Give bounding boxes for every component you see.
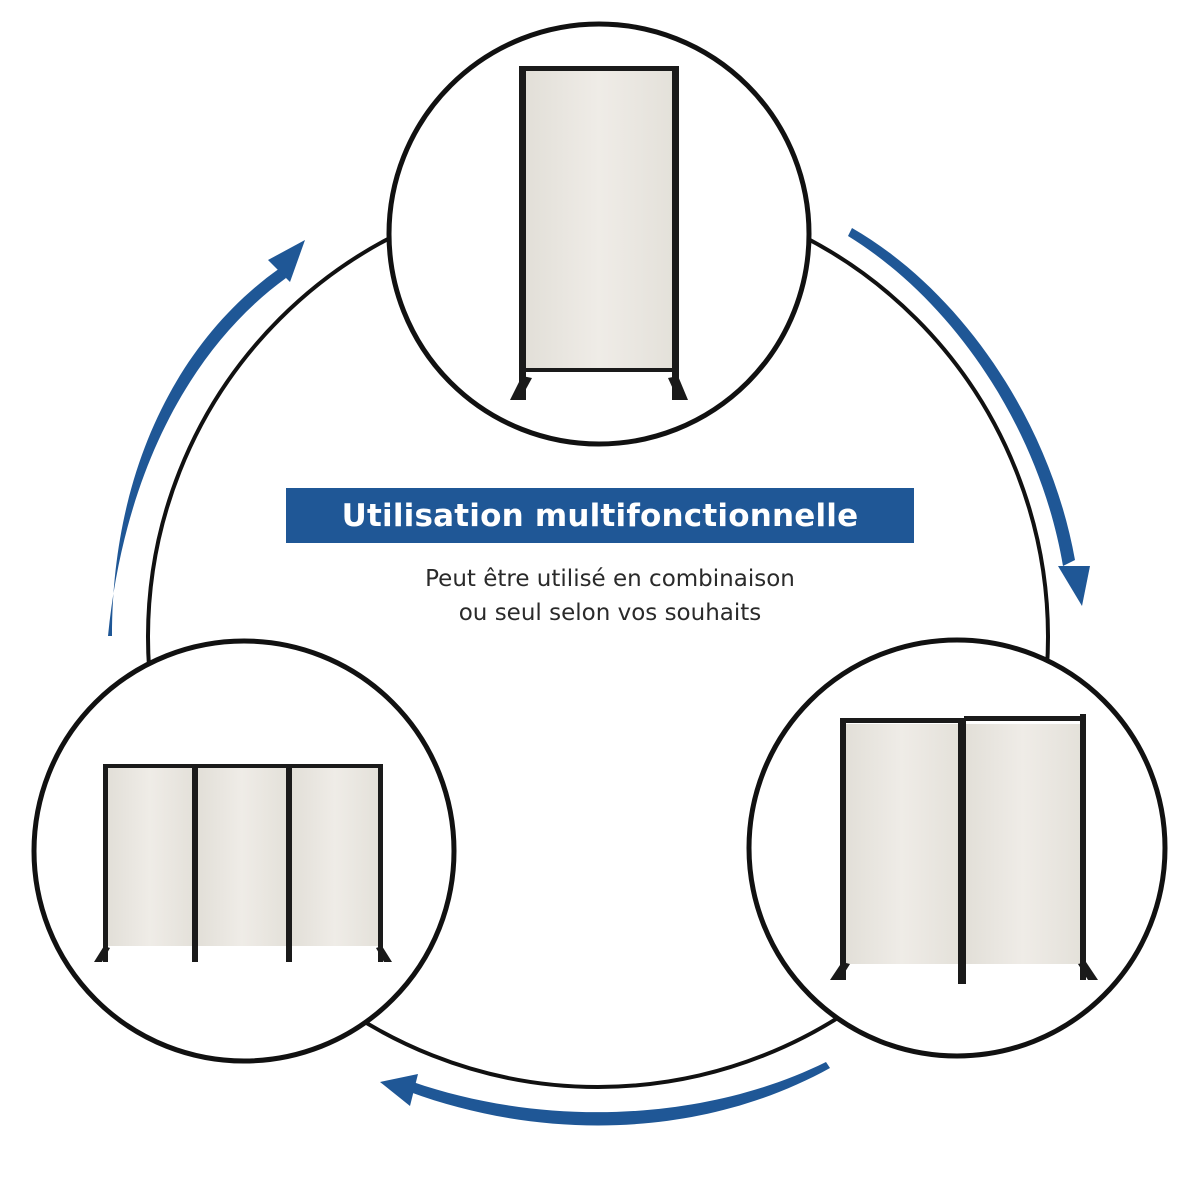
panel-fabric — [526, 70, 672, 370]
panel-fabric-3 — [292, 768, 378, 946]
panel-frame-a — [840, 718, 846, 980]
banner-title: Utilisation multifonctionnelle — [341, 497, 859, 534]
panel-fabric-1 — [108, 768, 192, 946]
cycle-arrows — [108, 228, 1090, 1126]
panel-frame-a — [103, 764, 108, 962]
panel-frame-b — [958, 718, 966, 984]
panel-fabric-2 — [198, 768, 286, 946]
panel-foot-left — [510, 376, 532, 400]
panel-frame-top — [103, 764, 383, 768]
panel-frame-d — [378, 764, 383, 962]
panel-frame-right — [672, 66, 679, 400]
arrow-left-icon — [108, 268, 286, 636]
panel-frame-top-1 — [840, 718, 960, 723]
panel-foot-right — [668, 376, 688, 400]
arrow-bottom-head-icon — [380, 1074, 418, 1106]
arrow-right-head-icon — [1058, 566, 1090, 606]
panel-fabric-1 — [846, 724, 958, 964]
panel-frame-left — [519, 66, 526, 400]
panel-foot-right — [1078, 962, 1098, 980]
panel-frame-c — [1080, 714, 1086, 980]
panel-frame-bottom — [526, 368, 672, 372]
illustration-three-panels — [31, 638, 457, 1064]
panel-foot-right — [376, 946, 392, 962]
panel-foot-left — [830, 962, 850, 980]
arrow-left-head-icon — [268, 240, 305, 282]
panel-frame-c — [286, 764, 292, 962]
arrow-bottom-icon — [410, 1062, 830, 1126]
subtitle-line-1: Peut être utilisé en combinaison — [425, 566, 795, 592]
panel-foot-left — [94, 946, 110, 962]
subtitle: Peut être utilisé en combinaison ou seul… — [300, 562, 920, 630]
panel-fabric-2 — [966, 724, 1080, 964]
panel-frame-top — [519, 66, 679, 71]
illustration-two-panels — [746, 637, 1168, 1059]
subtitle-line-2: ou seul selon vos souhaits — [458, 600, 762, 626]
title-banner: Utilisation multifonctionnelle — [286, 488, 914, 543]
illustration-single-panel — [386, 21, 812, 447]
panel-frame-top-2 — [964, 716, 1086, 721]
panel-frame-b — [192, 764, 198, 962]
